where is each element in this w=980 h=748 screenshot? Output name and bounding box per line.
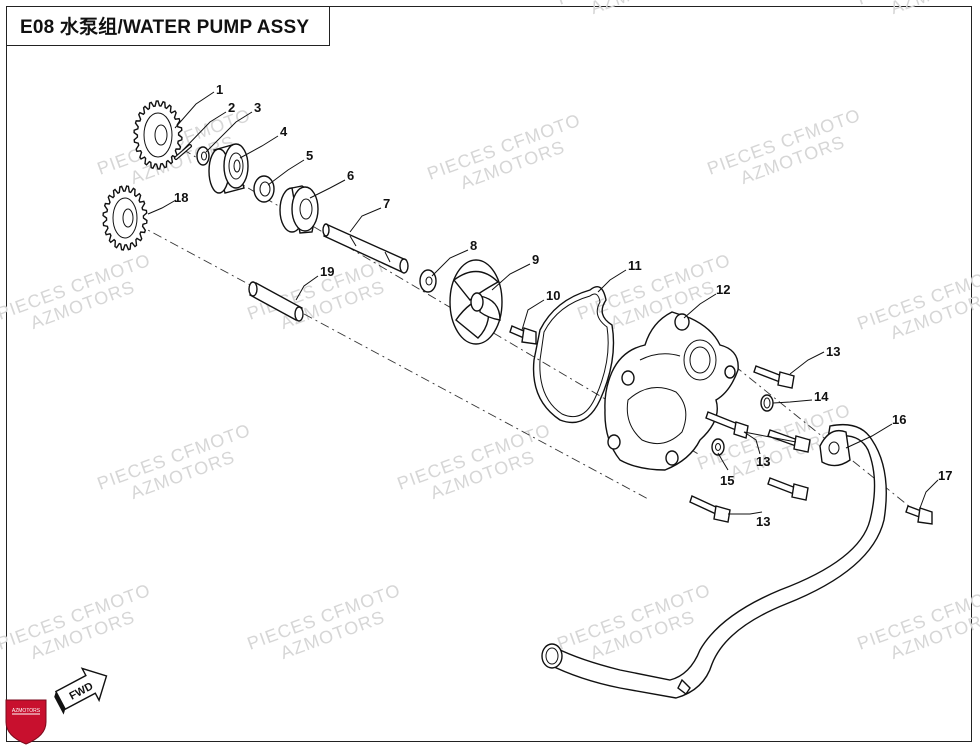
callout-numbers: 1 2 3 4 5 6 7 8 9 10 11 12 13 14 13 15 1… [174,82,952,529]
callout-13c: 13 [756,514,770,529]
callout-3: 3 [254,100,261,115]
pin-shaft-part [248,281,304,322]
washer-part-8 [419,269,437,293]
gear-small-part [102,185,148,251]
bolt-part-13-e [689,495,731,523]
bolt-part-17 [905,505,933,525]
callout-19: 19 [320,264,334,279]
bolt-part-10 [509,325,537,345]
pin-part [174,144,192,160]
gear-large-part [133,100,183,170]
washer-part-15 [711,438,725,456]
bearing-part [208,143,249,194]
water-pipe-part [541,423,887,699]
oil-seal-part [279,185,319,234]
logo-text: AZMOTORS [12,708,41,714]
callout-15: 15 [720,473,734,488]
callout-2: 2 [228,100,235,115]
callout-10: 10 [546,288,560,303]
bolt-part-13-c [767,429,811,453]
callout-4: 4 [280,124,288,139]
callout-12: 12 [716,282,730,297]
pump-shaft-part [322,223,409,274]
callout-11: 11 [628,258,642,273]
fwd-arrow-icon: FWD [54,667,108,715]
callout-8: 8 [470,238,477,253]
washer-part [196,146,210,166]
bolt-part-13-b [705,411,749,439]
callout-1: 1 [216,82,223,97]
callout-7: 7 [383,196,390,211]
title-box: E08 水泵组/WATER PUMP ASSY [6,6,330,46]
callout-5: 5 [306,148,313,163]
impeller-part [449,259,503,345]
o-ring-part [760,394,774,412]
gasket-part [532,286,615,424]
bolt-part-13-d [767,477,809,501]
seal-ring-part [253,175,275,203]
callout-17: 17 [938,468,952,483]
callout-14: 14 [814,389,829,404]
callout-9: 9 [532,252,539,267]
azmotors-shield-icon: AZMOTORS [5,699,47,745]
callout-13a: 13 [826,344,840,359]
diagram-frame [6,6,972,742]
page-title: E08 水泵组/WATER PUMP ASSY [20,17,310,38]
callout-16: 16 [892,412,906,427]
callout-leaders [147,91,939,515]
bolt-part-13-a [753,365,795,389]
callout-18: 18 [174,190,188,205]
callout-6: 6 [347,168,354,183]
pump-cover-part [604,311,739,471]
watermark-line2: AZMOTORS [588,0,698,18]
watermark-line2: AZMOTORS [888,0,980,18]
callout-13b: 13 [756,454,770,469]
